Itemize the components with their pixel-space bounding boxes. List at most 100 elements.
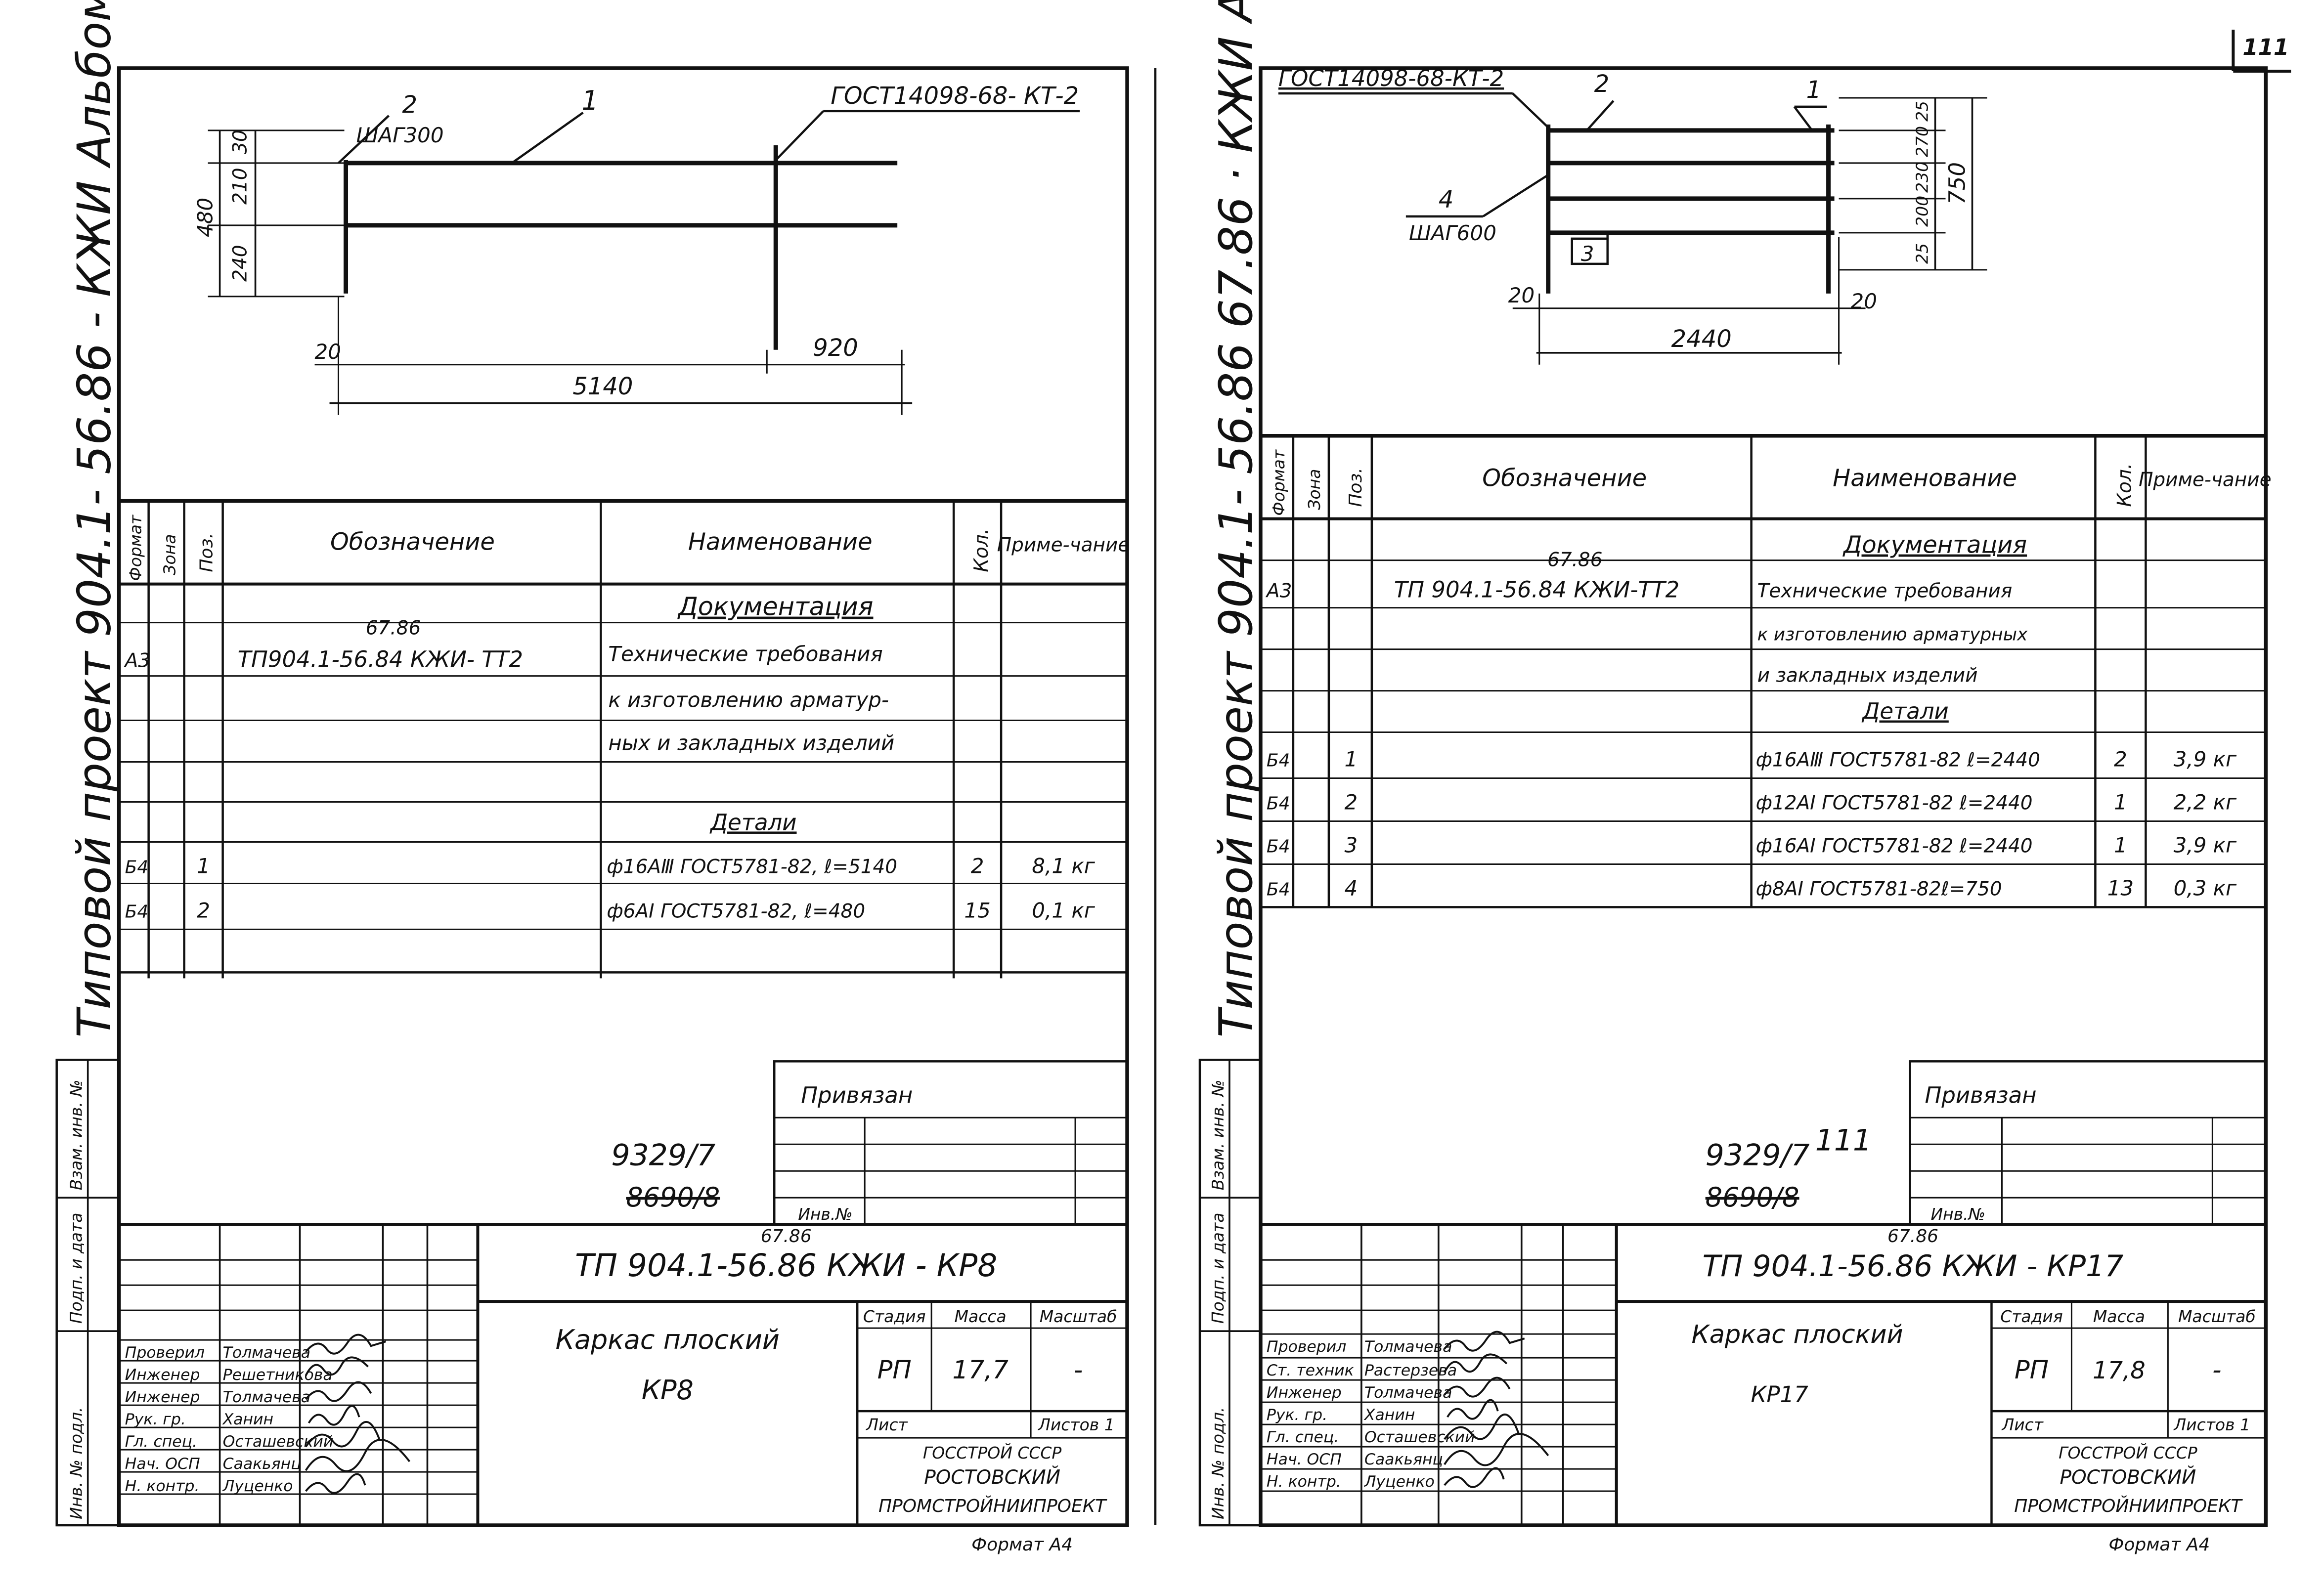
left-signer-role-1: Проверил bbox=[125, 1344, 205, 1362]
right-row3-qty: 1 bbox=[2114, 833, 2127, 857]
left-scale: - bbox=[1074, 1356, 1083, 1385]
left-row2-pos: 2 bbox=[197, 898, 210, 922]
left-title-2: КР8 bbox=[642, 1375, 694, 1406]
left-sheet: Типовой проект 904.1- 56.86 - КЖИ Альбом… bbox=[55, 0, 1130, 1555]
right-signer-name-2: Растерзева bbox=[1364, 1362, 1457, 1379]
left-side-stamp-3: Взам. инв. № bbox=[67, 1079, 86, 1190]
left-stage-header: Стадия bbox=[863, 1307, 925, 1326]
right-signer-name-1: Толмачева bbox=[1364, 1338, 1452, 1356]
right-row1-qty: 2 bbox=[2114, 747, 2127, 772]
left-doc-name-1: Технические требования bbox=[608, 642, 882, 666]
right-side-stamp-2: Подп. и дата bbox=[1208, 1213, 1228, 1324]
left-row1-note: 8,1 кг bbox=[1032, 854, 1095, 878]
left-signer-role-6: Нач. ОСП bbox=[125, 1455, 200, 1473]
right-inv-label: Инв.№ bbox=[1931, 1204, 1985, 1224]
left-signer-role-7: Н. контр. bbox=[125, 1477, 200, 1495]
right-signer-role-3: Инженер bbox=[1267, 1384, 1342, 1402]
left-label-2: 2 bbox=[402, 91, 417, 119]
right-binding-block: Привязан Инв.№ 9329/7 111 8690/8 bbox=[1706, 1060, 2267, 1226]
right-mass: 17,8 bbox=[2093, 1357, 2146, 1384]
right-org-3: ПРОМСТРОЙНИИПРОЕКТ bbox=[2014, 1496, 2243, 1516]
right-dim-230: 230 bbox=[1913, 162, 1932, 193]
left-signer-name-3: Толмачева bbox=[223, 1388, 310, 1406]
right-th-zone: Зона bbox=[1305, 469, 1324, 510]
left-privyazan: Привязан bbox=[801, 1082, 913, 1108]
right-title-block: 67.86 ТП 904.1-56.86 КЖИ - КР17 Каркас п… bbox=[1260, 1223, 2266, 1555]
right-side-stamp-3: Взам. инв. № bbox=[1208, 1079, 1228, 1190]
left-gost-note: ГОСТ14098-68- КТ-2 bbox=[831, 82, 1079, 110]
page-number: 111 bbox=[2242, 34, 2289, 60]
right-signer-name-3: Толмачева bbox=[1364, 1384, 1452, 1402]
right-th-format: Формат bbox=[1269, 449, 1288, 516]
right-scale-header: Масштаб bbox=[2178, 1307, 2256, 1326]
left-signer-name-4: Ханин bbox=[222, 1411, 274, 1428]
left-signer-role-3: Инженер bbox=[125, 1388, 200, 1406]
left-th-format: Формат bbox=[126, 515, 145, 581]
left-doc-fmt: А3 bbox=[124, 650, 150, 672]
right-row1-pos: 1 bbox=[1345, 747, 1358, 772]
left-row2-name: ф6АⅠ ГОСТ5781-82, ℓ=480 bbox=[607, 900, 865, 922]
right-side-stamp-1: Инв. № подл. bbox=[1208, 1407, 1228, 1519]
right-title-2: КР17 bbox=[1751, 1381, 1808, 1408]
left-org-1: ГОССТРОЙ СССР bbox=[923, 1443, 1062, 1462]
right-label-2: 2 bbox=[1594, 70, 1610, 98]
right-row2-pos: 2 bbox=[1345, 790, 1358, 814]
left-dim-30: 30 bbox=[229, 129, 252, 154]
left-mass: 17,7 bbox=[952, 1356, 1009, 1385]
left-label-step: ШАГ300 bbox=[356, 123, 444, 147]
left-signer-name-6: Саакьянц bbox=[223, 1455, 302, 1473]
left-row2-fmt: Б4 bbox=[125, 902, 149, 922]
left-doc-name-2: к изготовлению арматур- bbox=[608, 688, 889, 712]
left-side-stamp-1: Инв. № подл. bbox=[67, 1407, 86, 1519]
right-dim-20a: 20 bbox=[1508, 283, 1535, 307]
right-signer-role-5: Гл. спец. bbox=[1267, 1428, 1339, 1446]
left-doc-code: ТП904.1-56.84 КЖИ- ТТ2 bbox=[238, 646, 523, 673]
right-cage-drawing: ГОСТ14098-68-КТ-2 2 1 4 ШАГ600 3 25 270 … bbox=[1278, 65, 1987, 365]
right-mass-header: Масса bbox=[2093, 1307, 2145, 1326]
left-number-struck: 8690/8 bbox=[626, 1182, 720, 1213]
right-row3-fmt: Б4 bbox=[1267, 836, 1290, 857]
right-number-struck: 8690/8 bbox=[1706, 1182, 1799, 1213]
right-stage-header: Стадия bbox=[2000, 1307, 2062, 1326]
right-doc-name-2: к изготовлению арматурных bbox=[1757, 625, 2028, 645]
left-mass-header: Масса bbox=[955, 1307, 1007, 1326]
left-signer-role-5: Гл. спец. bbox=[125, 1433, 197, 1451]
left-section-details: Детали bbox=[709, 809, 797, 835]
right-section-details: Детали bbox=[1861, 698, 1949, 725]
left-number-primary: 9329/7 bbox=[611, 1138, 715, 1172]
right-signatures bbox=[1444, 1331, 1549, 1488]
right-th-designation: Обозначение bbox=[1482, 465, 1647, 492]
right-sheet: Типовой проект 904.1- 56.86 67.86 · КЖИ … bbox=[1154, 0, 2272, 1555]
left-sheet-code-correction: 67.86 bbox=[761, 1226, 812, 1246]
left-row1-name: ф16АⅢ ГОСТ5781-82, ℓ=5140 bbox=[607, 856, 897, 878]
left-dim-920: 920 bbox=[813, 334, 858, 362]
right-label-1: 1 bbox=[1806, 76, 1822, 104]
right-dim-20b: 20 bbox=[1851, 289, 1877, 313]
left-title-block: 67.86 ТП 904.1-56.86 КЖИ - КР8 Каркас пл… bbox=[119, 1223, 1128, 1555]
right-signer-role-7: Н. контр. bbox=[1267, 1473, 1341, 1491]
right-row4-pos: 4 bbox=[1345, 876, 1358, 900]
left-row1-fmt: Б4 bbox=[125, 857, 149, 877]
left-th-zone: Зона bbox=[160, 534, 179, 575]
left-inv-label: Инв.№ bbox=[798, 1204, 852, 1224]
right-row4-note: 0,3 кг bbox=[2174, 876, 2237, 900]
left-th-designation: Обозначение bbox=[330, 528, 495, 556]
right-row3-name: ф16АⅠ ГОСТ5781-82 ℓ=2440 bbox=[1756, 835, 2033, 857]
left-sidebar-title: Типовой проект 904.1- 56.86 - КЖИ Альбом… bbox=[68, 0, 121, 1037]
right-th-name: Наименование bbox=[1833, 465, 2017, 492]
left-signer-name-5: Осташевский bbox=[223, 1433, 334, 1451]
left-signer-name-7: Луценко bbox=[222, 1477, 293, 1495]
left-row1-pos: 1 bbox=[197, 854, 210, 878]
left-th-note: Приме-чание bbox=[997, 534, 1130, 557]
right-title-1: Каркас плоский bbox=[1692, 1320, 1903, 1349]
right-section-docs: Документация bbox=[1842, 531, 2027, 559]
right-sidebar-title: Типовой проект 904.1- 56.86 67.86 · КЖИ … bbox=[1209, 0, 1263, 1037]
right-doc-name-3: и закладных изделий bbox=[1757, 665, 1978, 687]
right-row4-fmt: Б4 bbox=[1267, 879, 1290, 900]
right-sheets-label: Листов 1 bbox=[2173, 1415, 2250, 1434]
right-frame bbox=[1259, 66, 2268, 1527]
left-signatures bbox=[305, 1333, 411, 1494]
right-label-step: ШАГ600 bbox=[1409, 221, 1496, 245]
